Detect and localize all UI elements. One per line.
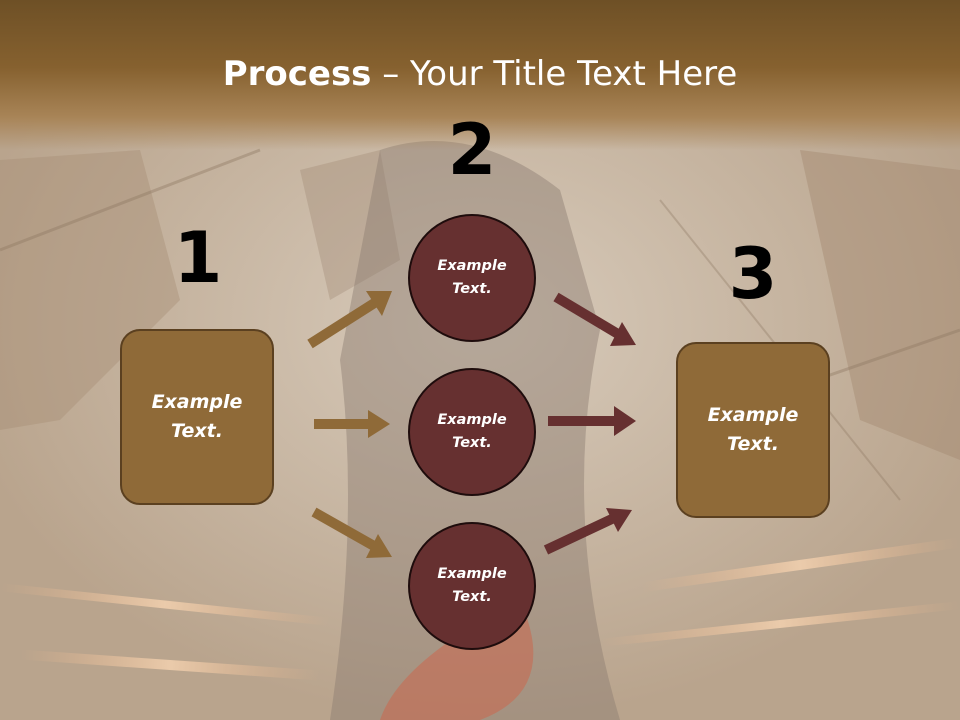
step-number-3: 3	[728, 233, 778, 315]
title-band	[0, 0, 960, 150]
arrow-1-to-bottom	[311, 507, 392, 558]
step-1-box[interactable]: Example Text.	[120, 329, 274, 505]
arrow-middle-to-3	[548, 406, 636, 436]
step-3-box[interactable]: Example Text.	[676, 342, 830, 518]
title-rest: – Your Title Text Here	[371, 54, 738, 94]
step-2-circle-top-text: Example Text.	[437, 258, 507, 297]
step-1-box-text: Example Text.	[151, 391, 243, 442]
step-2-circle-bottom-text: Example Text.	[437, 566, 507, 605]
step-2-circle-bottom[interactable]: Example Text.	[408, 522, 536, 650]
arrow-1-to-middle	[314, 410, 390, 438]
step-3-box-text: Example Text.	[707, 404, 799, 455]
step-2-circle-middle[interactable]: Example Text.	[408, 368, 536, 496]
slide-title: Process – Your Title Text Here	[0, 52, 960, 96]
arrow-bottom-to-3	[543, 508, 632, 555]
step-2-circle-top[interactable]: Example Text.	[408, 214, 536, 342]
step-number-1: 1	[173, 217, 223, 299]
step-2-circle-middle-text: Example Text.	[437, 412, 507, 451]
step-number-2: 2	[447, 109, 497, 191]
title-bold: Process	[222, 54, 372, 94]
arrow-top-to-3	[553, 292, 636, 346]
arrow-1-to-top	[307, 291, 392, 349]
